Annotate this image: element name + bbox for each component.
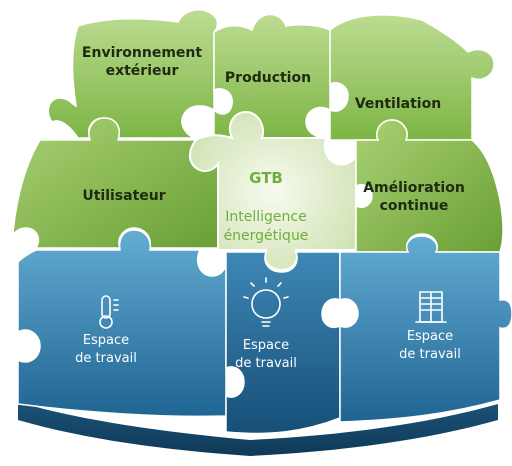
label-espace-center-line2: de travail bbox=[235, 356, 297, 371]
label-gtb-title: GTB bbox=[249, 169, 283, 187]
window-blinds-icon bbox=[415, 291, 447, 323]
piece-production bbox=[213, 13, 331, 139]
lightbulb-icon bbox=[243, 277, 289, 327]
label-environnement-line2: extérieur bbox=[106, 63, 179, 79]
label-gtb-line2: énergétique bbox=[224, 228, 309, 244]
label-amelioration-line1: Amélioration bbox=[363, 180, 465, 196]
thermometer-icon bbox=[99, 295, 119, 329]
piece-espace-left bbox=[17, 229, 228, 418]
piece-espace-right bbox=[339, 235, 512, 423]
piece-gtb bbox=[189, 110, 357, 272]
label-espace-left-line2: de travail bbox=[75, 351, 137, 366]
label-espace-right-line2: de travail bbox=[399, 347, 461, 362]
label-gtb-line1: Intelligence bbox=[225, 209, 306, 225]
piece-ventilation bbox=[329, 14, 495, 141]
label-environnement-line1: Environnement bbox=[82, 45, 202, 61]
label-espace-center-line1: Espace bbox=[243, 338, 289, 353]
piece-espace-center bbox=[225, 251, 341, 435]
piece-utilisateur bbox=[10, 117, 219, 249]
label-amelioration-line2: continue bbox=[380, 198, 449, 214]
label-espace-right-line1: Espace bbox=[407, 329, 453, 344]
label-ventilation: Ventilation bbox=[355, 96, 441, 112]
label-utilisateur: Utilisateur bbox=[82, 188, 165, 204]
puzzle-base-shadow bbox=[18, 402, 498, 456]
label-production: Production bbox=[225, 70, 311, 86]
label-espace-left-line1: Espace bbox=[83, 333, 129, 348]
